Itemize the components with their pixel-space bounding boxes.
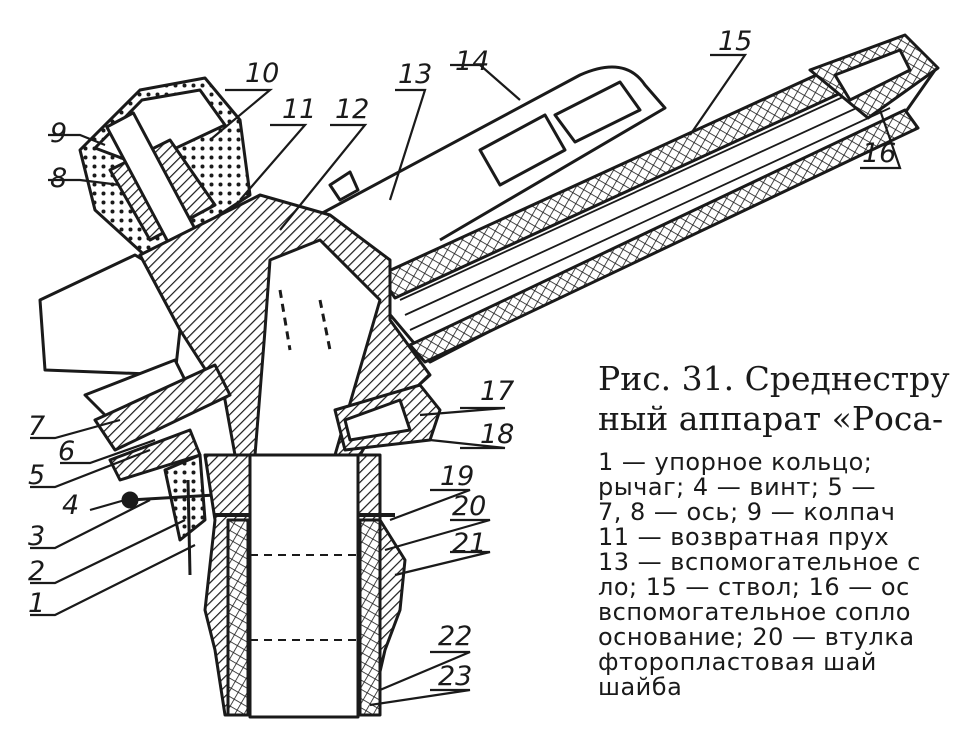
callout-6: 6	[58, 436, 75, 467]
callout-19: 19	[440, 461, 474, 492]
callout-8: 8	[50, 163, 67, 194]
callout-20: 20	[452, 491, 486, 522]
caption-line: шайба	[598, 673, 683, 701]
callout-10: 10	[245, 58, 279, 89]
caption-line: ло; 15 — ствол; 16 — ос	[598, 573, 910, 601]
caption-line: основание; 20 — втулка	[598, 623, 915, 651]
callout-18: 18	[480, 419, 514, 450]
callout-22: 22	[438, 621, 472, 652]
callout-3: 3	[28, 521, 45, 552]
callout-4: 4	[62, 490, 79, 521]
callout-11: 11	[282, 94, 316, 125]
caption-line: 1 — упорное кольцо;	[598, 448, 873, 476]
caption-line: вспомогательное сопло	[598, 598, 911, 626]
caption-line: 11 — возвратная прух	[598, 523, 890, 551]
caption-title-line-1: Рис. 31. Среднестру	[598, 359, 950, 398]
callout-5: 5	[28, 460, 45, 491]
caption-line: рычаг; 4 — винт; 5 —	[598, 473, 876, 501]
caption-title-line-2: ный аппарат «Роса-	[598, 399, 944, 438]
callout-2: 2	[28, 556, 45, 587]
callout-17: 17	[480, 376, 514, 407]
caption-line: фторопластовая шай	[598, 648, 877, 676]
callout-12: 12	[335, 94, 369, 125]
figure-caption: Рис. 31. Среднестру ный аппарат «Роса- 1…	[598, 362, 974, 700]
callout-13: 13	[398, 59, 432, 90]
callout-7: 7	[28, 411, 45, 442]
caption-line: 7, 8 — ось; 9 — колпач	[598, 498, 896, 526]
callout-1: 1	[28, 588, 45, 619]
callout-21: 21	[452, 528, 486, 559]
callout-9: 9	[50, 118, 67, 149]
callout-23: 23	[438, 661, 472, 692]
callout-15: 15	[718, 26, 752, 57]
callout-16: 16	[862, 138, 896, 169]
callout-14: 14	[455, 46, 489, 77]
caption-line: 13 — вспомогательное с	[598, 548, 921, 576]
